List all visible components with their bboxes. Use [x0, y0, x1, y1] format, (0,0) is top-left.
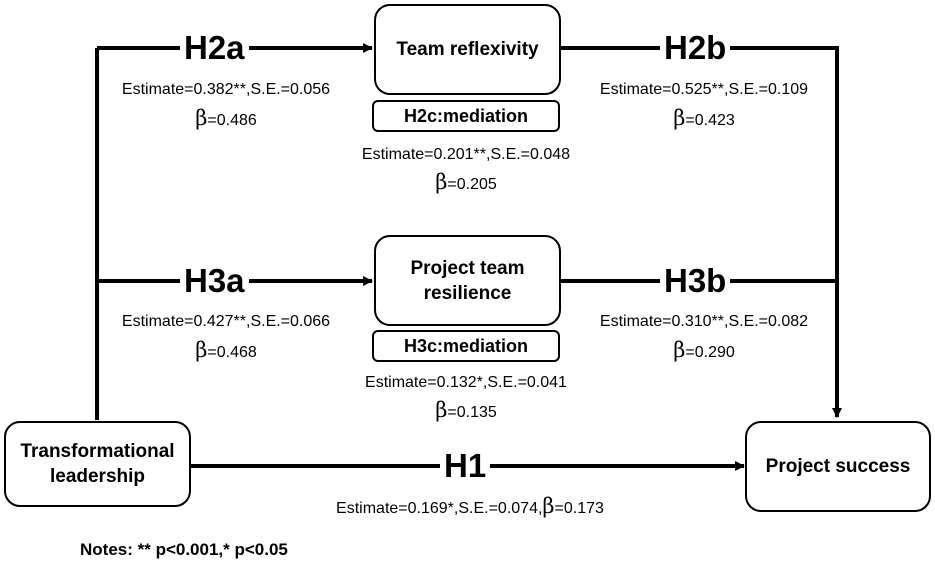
- h3c-stats: Estimate=0.132*,S.E.=0.041: [365, 374, 567, 391]
- h3c-beta: β=0.135: [435, 398, 497, 422]
- node-transformational-leadership: Transformational leadership: [4, 421, 191, 507]
- h3a-beta: β=0.468: [195, 338, 257, 362]
- h2a-label: H2a: [180, 31, 249, 65]
- h2b-stats: Estimate=0.525**,S.E.=0.109: [599, 81, 809, 98]
- h2c-beta: β=0.205: [435, 170, 497, 194]
- node-project-success: Project success: [745, 421, 931, 512]
- h3b-beta: β=0.290: [673, 338, 735, 362]
- h1-label: H1: [440, 449, 491, 483]
- h2c-mediation-tab: H2c:mediation: [372, 100, 560, 132]
- h3b-stats: Estimate=0.310**,S.E.=0.082: [599, 313, 809, 330]
- h3a-label: H3a: [180, 264, 249, 298]
- h3a-stats: Estimate=0.427**,S.E.=0.066: [121, 313, 331, 330]
- h2a-stats: Estimate=0.382**,S.E.=0.056: [121, 81, 331, 98]
- node-team-reflexivity: Team reflexivity: [374, 4, 561, 95]
- h3c-mediation-tab: H3c:mediation: [372, 330, 560, 362]
- h2b-label: H2b: [660, 31, 731, 65]
- h3b-label: H3b: [660, 264, 731, 298]
- h2c-stats: Estimate=0.201**,S.E.=0.048: [361, 146, 571, 163]
- h1-stats: Estimate=0.169*,S.E.=0.074,β=0.173: [336, 494, 604, 518]
- notes-text: Notes: ** p<0.001,* p<0.05: [80, 540, 288, 559]
- h2b-beta: β=0.423: [673, 106, 735, 130]
- h2a-beta: β=0.486: [195, 106, 257, 130]
- h3b-arrow: [560, 279, 842, 418]
- node-project-team-resilience: Project team resilience: [374, 235, 561, 326]
- h2b-line: [560, 46, 839, 281]
